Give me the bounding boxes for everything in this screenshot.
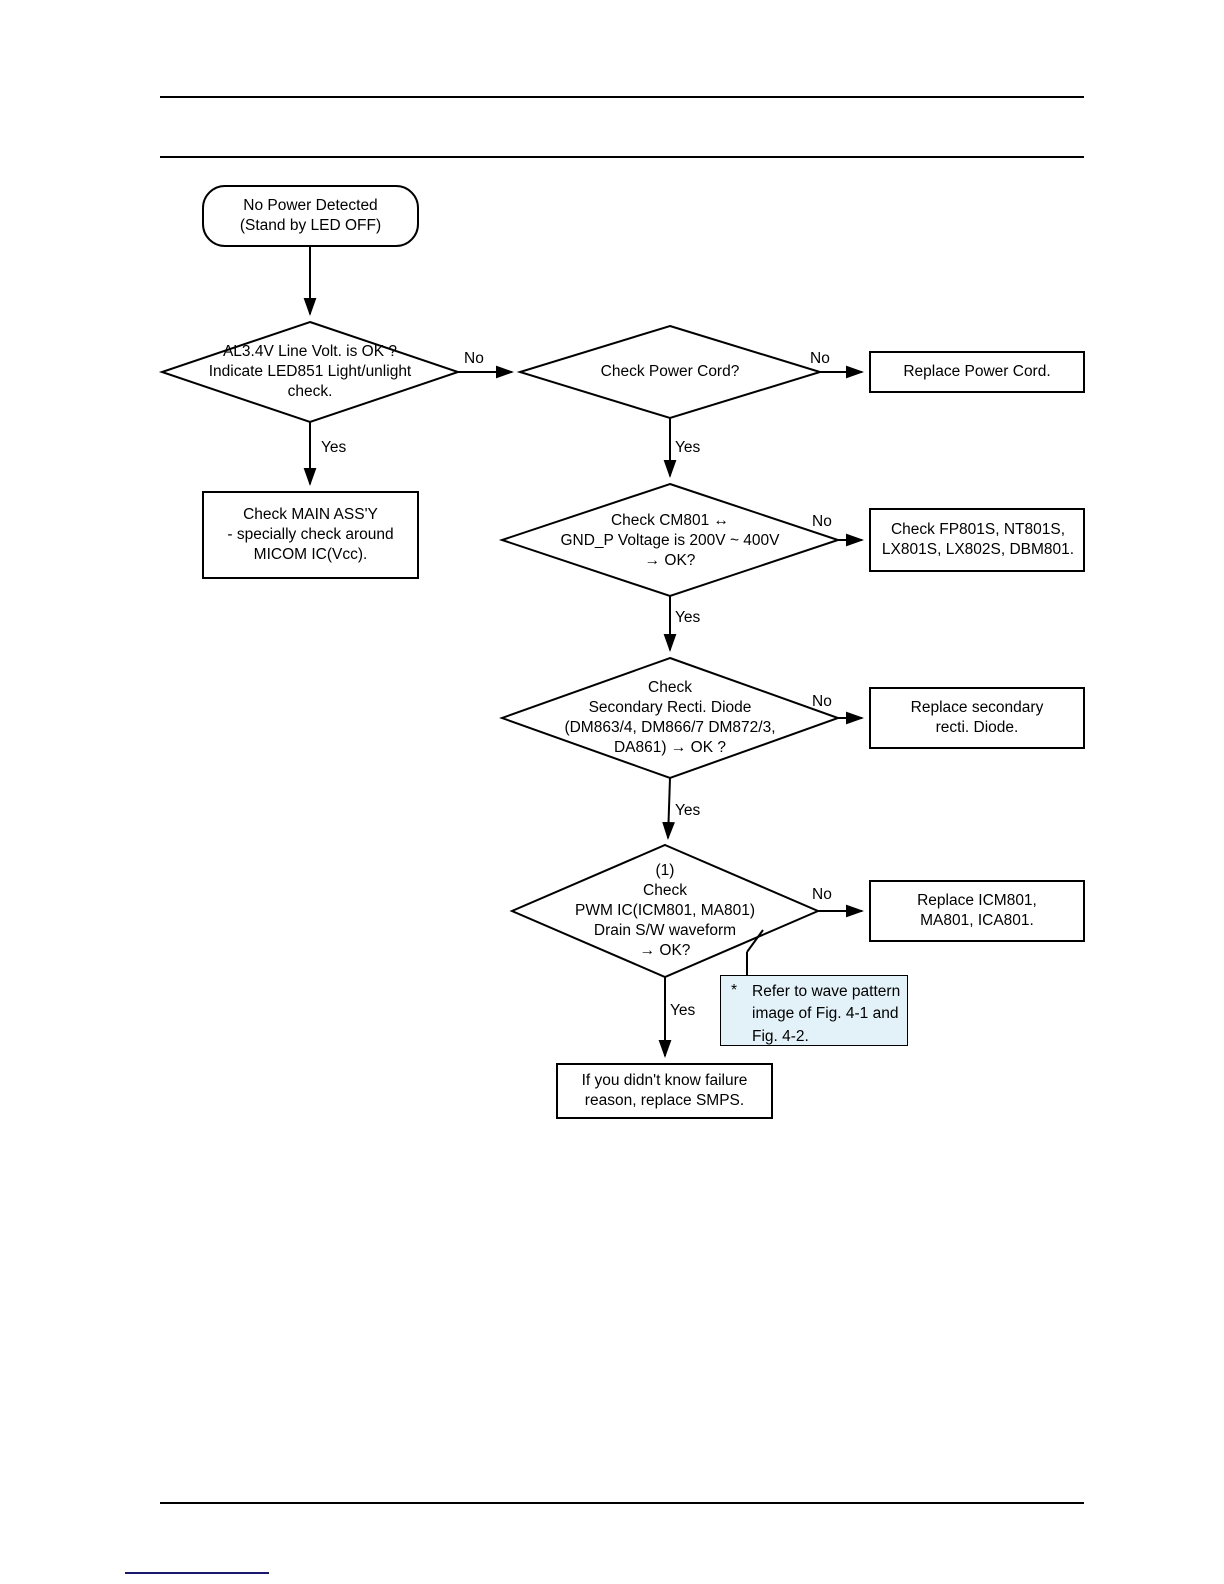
node-dec-pwm-label: (1) Check PWM IC(ICM801, MA801) Drain S/… bbox=[574, 861, 755, 960]
header-rule-bottom bbox=[160, 156, 1084, 159]
node-dec-al34v-label: AL3.4V Line Volt. is OK ? Indicate LED85… bbox=[208, 342, 412, 401]
node-box-replace-cord-label: Replace Power Cord. bbox=[903, 362, 1051, 380]
node-dec-secondary-diode-label: Check Secondary Recti. Diode (DM863/4, D… bbox=[564, 678, 776, 757]
note-callout-text: Refer to wave pattern image of Fig. 4-1 … bbox=[752, 983, 901, 1045]
node-box-replace-smps-label: If you didn't know failure reason, repla… bbox=[581, 1071, 748, 1109]
edge-label-al34v-no: No bbox=[464, 350, 484, 367]
node-start-label: No Power Detected (Stand by LED OFF) bbox=[239, 196, 382, 234]
footer-rule bbox=[160, 1502, 1084, 1505]
node-box-main-assy-label: Check MAIN ASS'Y - specially check aroun… bbox=[227, 505, 394, 564]
edge-diode-yes bbox=[662, 777, 675, 840]
edge-label-al34v-yes: Yes bbox=[321, 439, 347, 456]
footer-accent-line bbox=[125, 1572, 269, 1574]
node-box-check-fp801s-label: Check FP801S, NT801S, LX801S, LX802S, DB… bbox=[881, 520, 1075, 558]
node-box-replace-icm801-label: Replace ICM801, MA801, ICA801. bbox=[917, 891, 1037, 929]
note-asterisk-marker: * bbox=[731, 982, 738, 999]
header-rule-top bbox=[160, 96, 1084, 99]
edge-label-pwm-no: No bbox=[812, 886, 832, 903]
edge-label-diode-yes: Yes bbox=[675, 802, 701, 819]
node-dec-power-cord-label: Check Power Cord? bbox=[600, 362, 740, 380]
edge-label-cm801-no: No bbox=[812, 513, 832, 530]
node-box-replace-diode-label: Replace secondary recti. Diode. bbox=[910, 698, 1044, 736]
edge-label-power-cord-no: No bbox=[810, 350, 830, 367]
node-dec-cm801-label: Check CM801 ↔ GND_P Voltage is 200V ~ 40… bbox=[560, 511, 780, 570]
note-callout-box bbox=[720, 975, 908, 1046]
edge-label-power-cord-yes: Yes bbox=[675, 439, 701, 456]
edge-label-pwm-yes: Yes bbox=[670, 1002, 696, 1019]
edge-label-cm801-yes: Yes bbox=[675, 609, 701, 626]
edge-label-diode-no: No bbox=[812, 693, 832, 710]
